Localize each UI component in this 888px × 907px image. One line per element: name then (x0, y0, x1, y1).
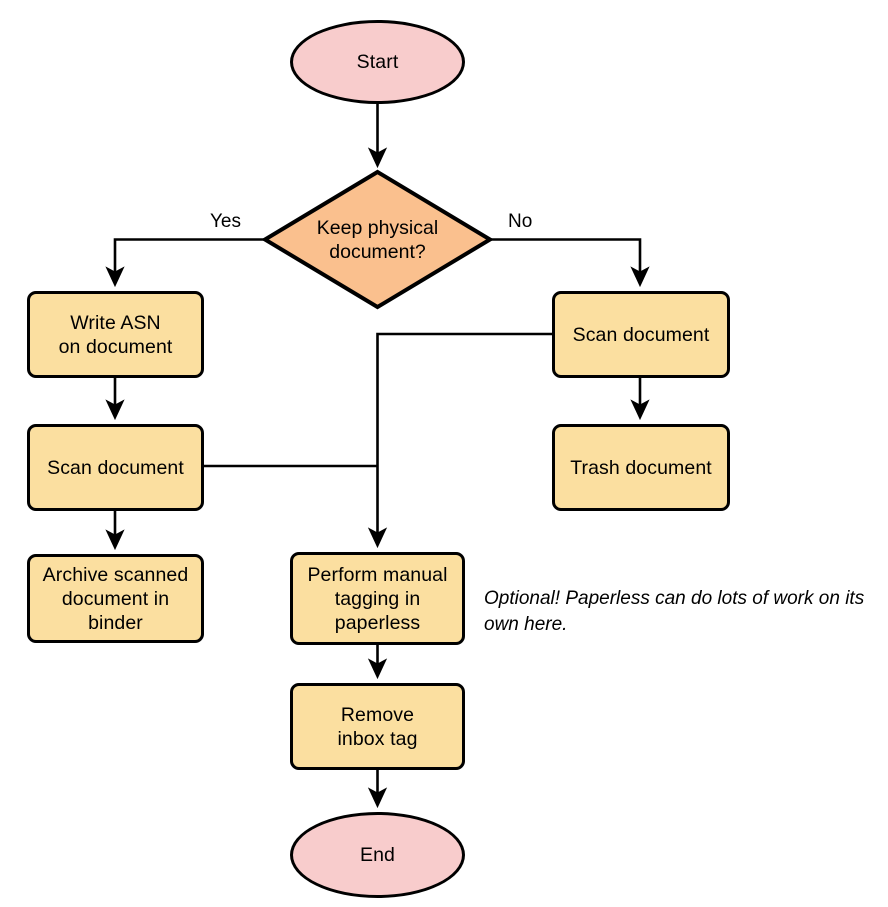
node-remove-inbox-tag-label: Remove inbox tag (337, 703, 418, 750)
edge-decision-no-to-scan-right (490, 238, 650, 288)
node-trash-document-label: Trash document (570, 456, 712, 479)
node-write-asn[interactable]: Write ASN on document (27, 291, 204, 378)
node-write-asn-label: Write ASN on document (58, 311, 173, 358)
annotation-optional-note: Optional! Paperless can do lots of work … (484, 588, 865, 635)
node-scan-document-left-label: Scan document (47, 456, 184, 479)
node-scan-document-right[interactable]: Scan document (552, 291, 730, 378)
node-remove-inbox-tag[interactable]: Remove inbox tag (290, 683, 465, 770)
node-archive-scanned-document[interactable]: Archive scanned document in binder (27, 554, 204, 643)
node-end[interactable]: End (290, 812, 465, 898)
node-scan-document-left[interactable]: Scan document (27, 424, 204, 511)
node-decision[interactable]: Keep physical document? (283, 198, 472, 282)
node-archive-scanned-document-label: Archive scanned document in binder (42, 563, 189, 634)
node-end-label: End (360, 844, 395, 866)
node-start[interactable]: Start (290, 20, 465, 104)
node-scan-document-right-label: Scan document (572, 323, 710, 346)
edge-label-yes: Yes (210, 211, 241, 232)
node-perform-manual-tagging[interactable]: Perform manual tagging in paperless (290, 552, 465, 645)
edge-decision-yes-to-write-asn (105, 238, 265, 288)
node-decision-label: Keep physical document? (316, 217, 439, 263)
node-perform-manual-tagging-label: Perform manual tagging in paperless (307, 563, 448, 634)
node-trash-document[interactable]: Trash document (552, 424, 730, 511)
node-start-label: Start (356, 51, 399, 73)
edge-scan-right-to-tagging (367, 332, 552, 549)
edge-label-no: No (508, 211, 533, 232)
